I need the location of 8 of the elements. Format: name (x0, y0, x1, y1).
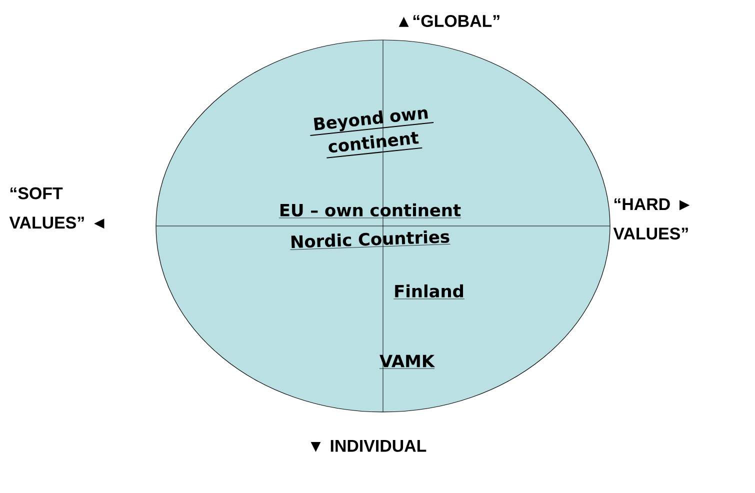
axis-label: “SOFT VALUES” ◄ (9, 187, 104, 229)
underlined-label: Beyond own continent (310, 109, 434, 158)
underlined-label: VAMK (379, 354, 436, 369)
axis-label: ▼ INDIVIDUAL (310, 440, 426, 452)
underlined-label: Finland (393, 284, 465, 300)
ellipse-shape (156, 40, 610, 412)
underlined-label: Nordic Countries (290, 230, 450, 250)
underlined-label: EU – own continent (278, 203, 462, 218)
